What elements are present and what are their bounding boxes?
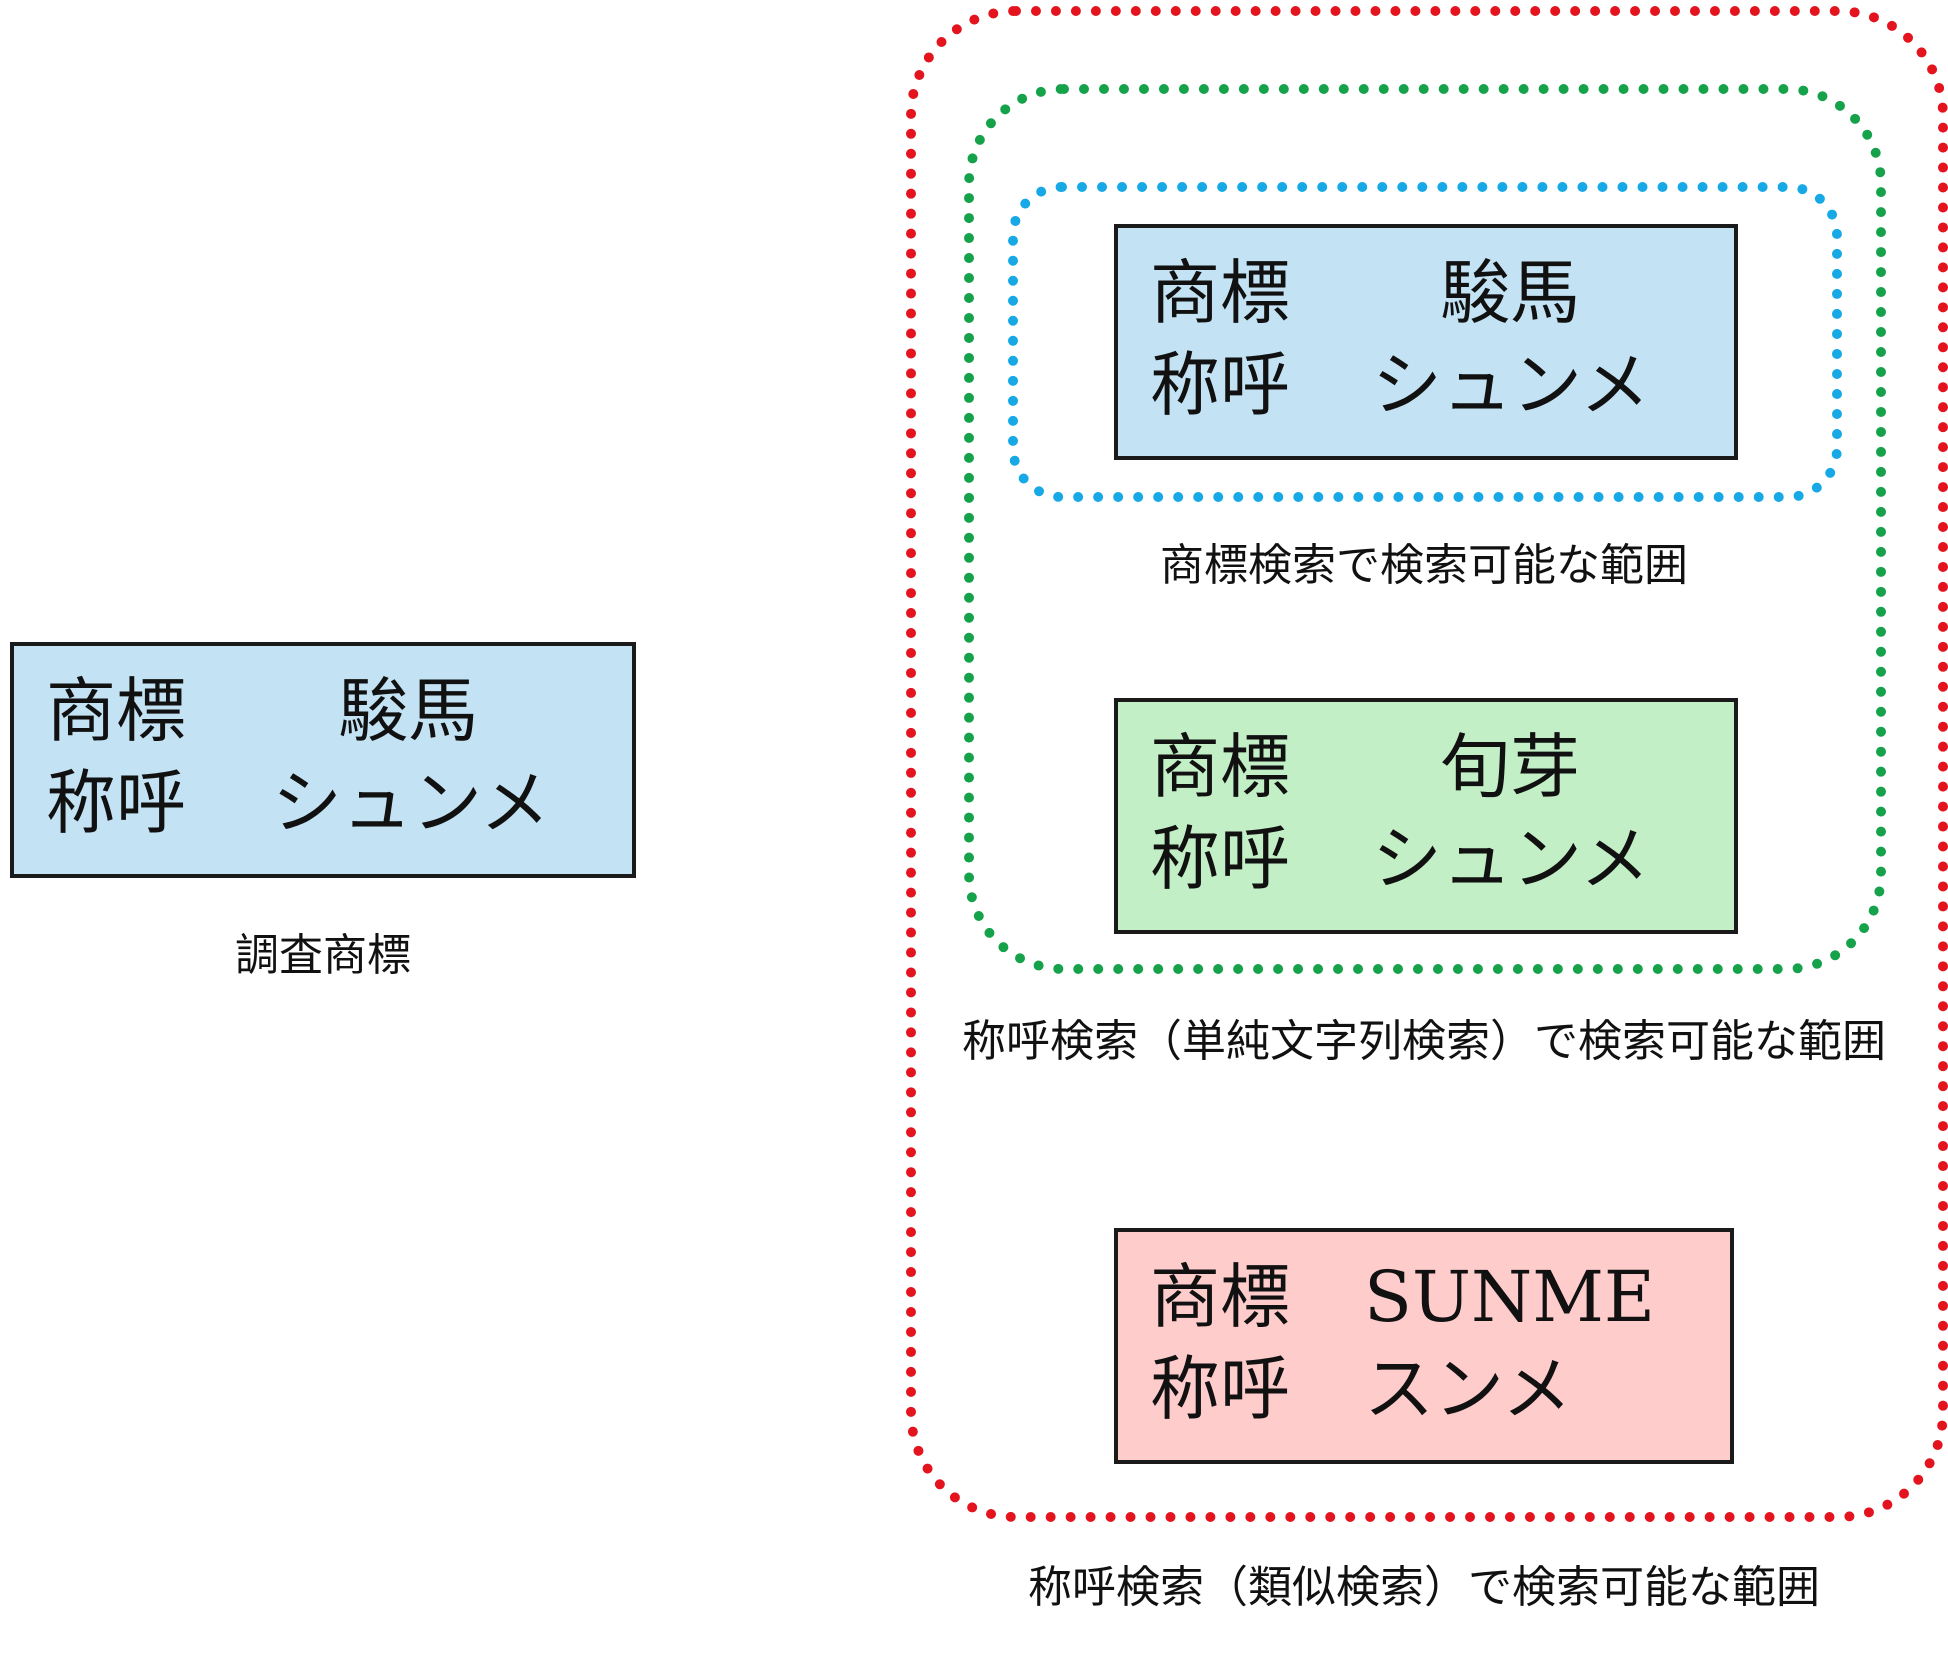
result-box-1: 商標 駿馬 称呼 シュンメ bbox=[1114, 224, 1738, 460]
result-2-reading-label: 称呼 bbox=[1150, 818, 1290, 900]
trademark-search-scope-zone bbox=[1008, 182, 1842, 502]
result-1-mark-value: 駿馬 bbox=[1440, 252, 1580, 334]
exact-search-scope-zone bbox=[964, 84, 1886, 974]
result-3-mark-value: SUNME bbox=[1364, 1256, 1655, 1338]
result-box-2: 商標 旬芽 称呼 シュンメ bbox=[1114, 698, 1738, 934]
exact-search-scope-caption: 称呼検索（単純文字列検索）で検索可能な範囲 bbox=[962, 1016, 1886, 1067]
survey-reading-label: 称呼 bbox=[46, 762, 186, 844]
result-1-mark-label: 商標 bbox=[1150, 252, 1290, 334]
result-3-mark-label: 商標 bbox=[1150, 1256, 1290, 1338]
result-2-mark-label: 商標 bbox=[1150, 726, 1290, 808]
result-3-reading-label: 称呼 bbox=[1150, 1348, 1290, 1430]
result-3-reading-value: スンメ bbox=[1364, 1348, 1572, 1430]
result-1-reading-label: 称呼 bbox=[1150, 344, 1290, 426]
similar-search-scope-zone bbox=[906, 6, 1948, 1522]
survey-mark-value: 駿馬 bbox=[338, 670, 478, 752]
survey-reading-value: シュンメ bbox=[272, 762, 550, 844]
result-2-reading-value: シュンメ bbox=[1372, 818, 1650, 900]
survey-caption: 調査商標 bbox=[235, 930, 411, 981]
result-1-reading-value: シュンメ bbox=[1372, 344, 1650, 426]
survey-trademark-box: 商標 駿馬 称呼 シュンメ bbox=[10, 642, 636, 878]
survey-mark-label: 商標 bbox=[46, 670, 186, 752]
similar-search-scope-caption: 称呼検索（類似検索）で検索可能な範囲 bbox=[1028, 1562, 1820, 1613]
result-2-mark-value: 旬芽 bbox=[1440, 726, 1580, 808]
trademark-search-scope-caption: 商標検索で検索可能な範囲 bbox=[1160, 540, 1688, 591]
result-box-3: 商標 SUNME 称呼 スンメ bbox=[1114, 1228, 1734, 1464]
